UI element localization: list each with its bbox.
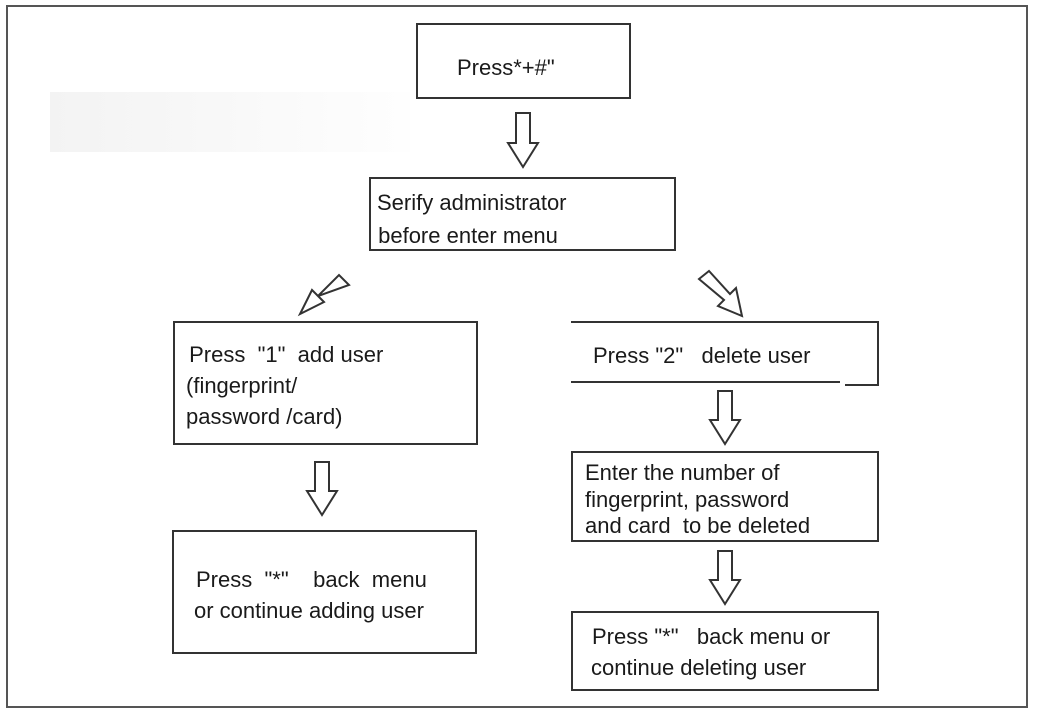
node-enter-number-line-1: Enter the number of (585, 460, 780, 485)
arrow-down-3 (708, 390, 742, 446)
node-enter-number (571, 451, 879, 542)
node-delete-back (571, 611, 879, 691)
node-verify-admin-line-1: Serify administrator (377, 190, 567, 215)
node-add-user-line-2: (fingerprint/ (186, 373, 298, 398)
node-add-user-line-1: Press "1" add user (183, 342, 384, 367)
arrow-diag-right (697, 269, 744, 318)
arrow-down-2 (305, 461, 339, 517)
node-enter-number-line-2: fingerprint, password (585, 487, 790, 512)
node-add-back-line-1: Press "*" back menu (196, 567, 427, 592)
node-delete-user-text: Press "2" delete user (593, 343, 811, 368)
arrow-diag-left (297, 273, 351, 317)
node-add-back-line-2: or continue adding user (194, 598, 424, 623)
node-delete-user (571, 321, 879, 386)
node-add-back (172, 530, 477, 654)
node-verify-admin (369, 177, 676, 251)
node-verify-admin-line-2: before enter menu (372, 223, 558, 248)
background-smudge (50, 92, 410, 152)
node-delete-back-line-1: Press "*" back menu or (592, 624, 831, 649)
node-enter-number-line-3: and card to be deleted (585, 513, 811, 538)
diagram-frame (6, 5, 1028, 708)
node-press-star-hash-text: Press*+#" (457, 55, 555, 80)
node-press-star-hash (416, 23, 631, 99)
node-add-user-line-3: password /card) (186, 404, 343, 429)
node-add-user (173, 321, 478, 445)
node-delete-back-line-2: continue deleting user (591, 655, 807, 680)
arrow-down-1 (506, 112, 540, 169)
arrow-down-4 (708, 550, 742, 606)
